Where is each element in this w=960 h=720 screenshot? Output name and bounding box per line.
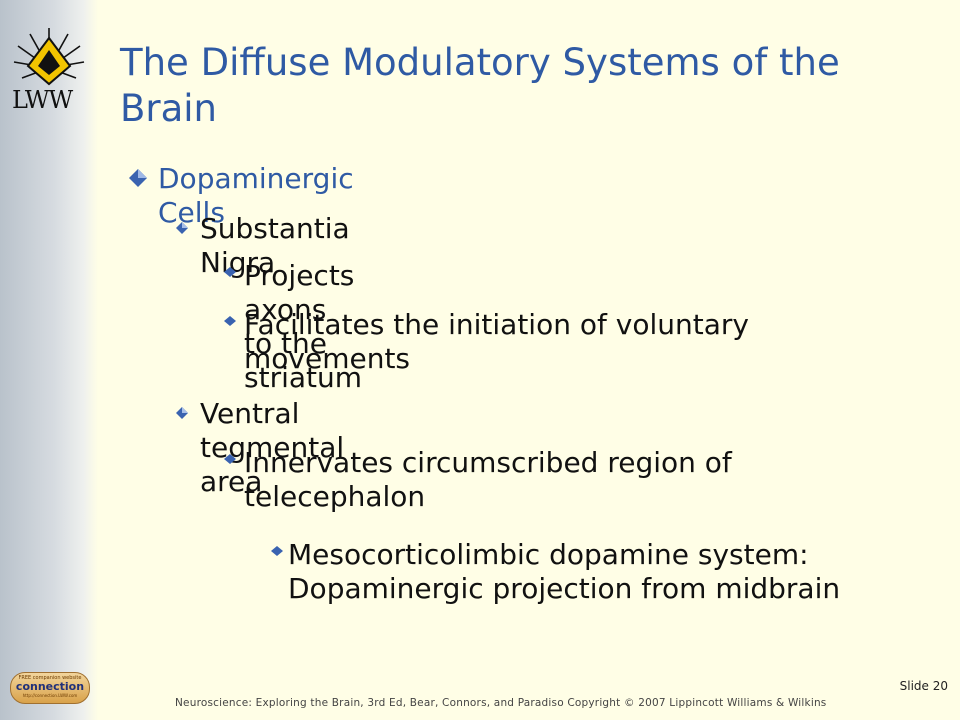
bullet-item-level4: Mesocorticolimbic dopamine system: Dopam… — [270, 538, 918, 606]
bullet-text: Ventral tegmental area — [200, 397, 345, 498]
diamond-bullet-icon — [176, 222, 188, 234]
badge-top-text: FREE companion website — [18, 675, 82, 681]
bullet-item-level3: Facilitates the initiation of voluntary … — [223, 308, 884, 376]
bullet-text: Substantia Nigra — [200, 212, 350, 279]
diamond-bullet-icon — [224, 267, 236, 277]
slide-title: The Diffuse Modulatory Systems of the Br… — [120, 41, 840, 130]
badge-url-text: http://connection.LWW.com — [22, 693, 78, 698]
bullet-text: Innervates circumscribed region of telec… — [244, 446, 732, 513]
lww-starburst-logo-icon — [13, 28, 85, 86]
connection-website-badge[interactable]: FREE companion website connection http:/… — [10, 672, 90, 704]
diamond-bullet-icon — [224, 316, 236, 326]
sidebar: LWW FREE companion website connection ht… — [0, 0, 98, 720]
bullet-text: Projects axons to the striatum — [244, 259, 363, 394]
slide-footer: Neuroscience: Exploring the Brain, 3rd E… — [175, 697, 827, 709]
diamond-bullet-icon — [224, 454, 236, 464]
bullet-item-level3: Innervates circumscribed region of telec… — [223, 446, 864, 514]
diamond-bullet-icon — [271, 546, 283, 556]
diamond-bullet-icon — [176, 407, 188, 419]
bullet-text: Mesocorticolimbic dopamine system: Dopam… — [288, 538, 841, 605]
bullet-item-level2: Ventral tegmental area — [175, 397, 344, 499]
bullet-text: Dopaminergic Cells — [158, 162, 354, 229]
diamond-bullet-icon — [129, 169, 147, 187]
bullet-item-level3: Projects axons to the striatum — [223, 259, 362, 395]
bullet-text: Facilitates the initiation of voluntary … — [244, 308, 749, 375]
bullet-item-level1: Dopaminergic Cells — [128, 162, 354, 230]
lww-logo-text: LWW — [12, 86, 73, 114]
bullet-item-level2: Substantia Nigra — [175, 212, 350, 280]
slide-number: Slide 20 — [899, 679, 948, 693]
badge-main-text: connection — [15, 680, 85, 693]
